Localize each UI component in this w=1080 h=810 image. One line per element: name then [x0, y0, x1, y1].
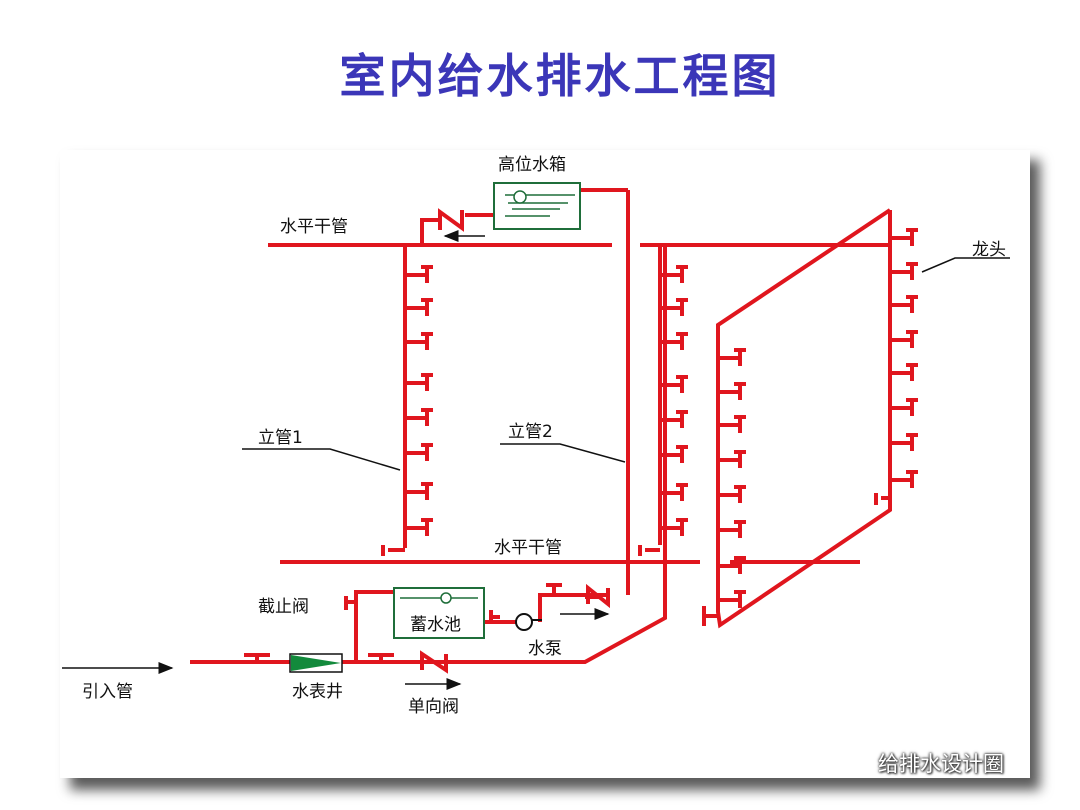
label-meter-well: 水表井 — [292, 682, 343, 702]
label-faucet: 龙头 — [972, 240, 1006, 260]
diagram-frame — [60, 150, 1030, 778]
label-pump: 水泵 — [528, 639, 562, 659]
left-parallelogram-faucets — [716, 348, 748, 610]
label-high-tank: 高位水箱 — [498, 155, 566, 175]
label-riser-1: 立管1 — [258, 428, 303, 448]
label-check-valve: 单向阀 — [408, 697, 459, 717]
pump-icon — [515, 613, 542, 631]
storage-pool — [393, 587, 485, 639]
valve-stubs — [244, 493, 890, 662]
high-level-tank — [493, 182, 581, 230]
label-riser-2: 立管2 — [508, 422, 553, 442]
wechat-icon — [839, 751, 869, 774]
label-horizontal-main-bottom: 水平干管 — [494, 538, 562, 558]
label-inlet-pipe: 引入管 — [82, 682, 133, 702]
label-storage-pool: 蓄水池 — [410, 615, 461, 635]
check-valve-icons — [420, 208, 610, 674]
flow-arrows — [62, 230, 610, 690]
water-meter-icon — [289, 653, 343, 673]
label-horizontal-main-top: 水平干管 — [280, 217, 348, 237]
riser-1-faucets — [403, 265, 435, 538]
leader-lines — [242, 257, 1010, 471]
page-title: 室内给水排水工程图 — [339, 49, 781, 103]
watermark-text: 给排水设计圈 — [878, 752, 1004, 776]
right-parallelogram-faucets — [888, 228, 920, 490]
label-stop-valve: 截止阀 — [258, 597, 309, 617]
watermark: 给排水设计圈 — [838, 746, 1004, 780]
